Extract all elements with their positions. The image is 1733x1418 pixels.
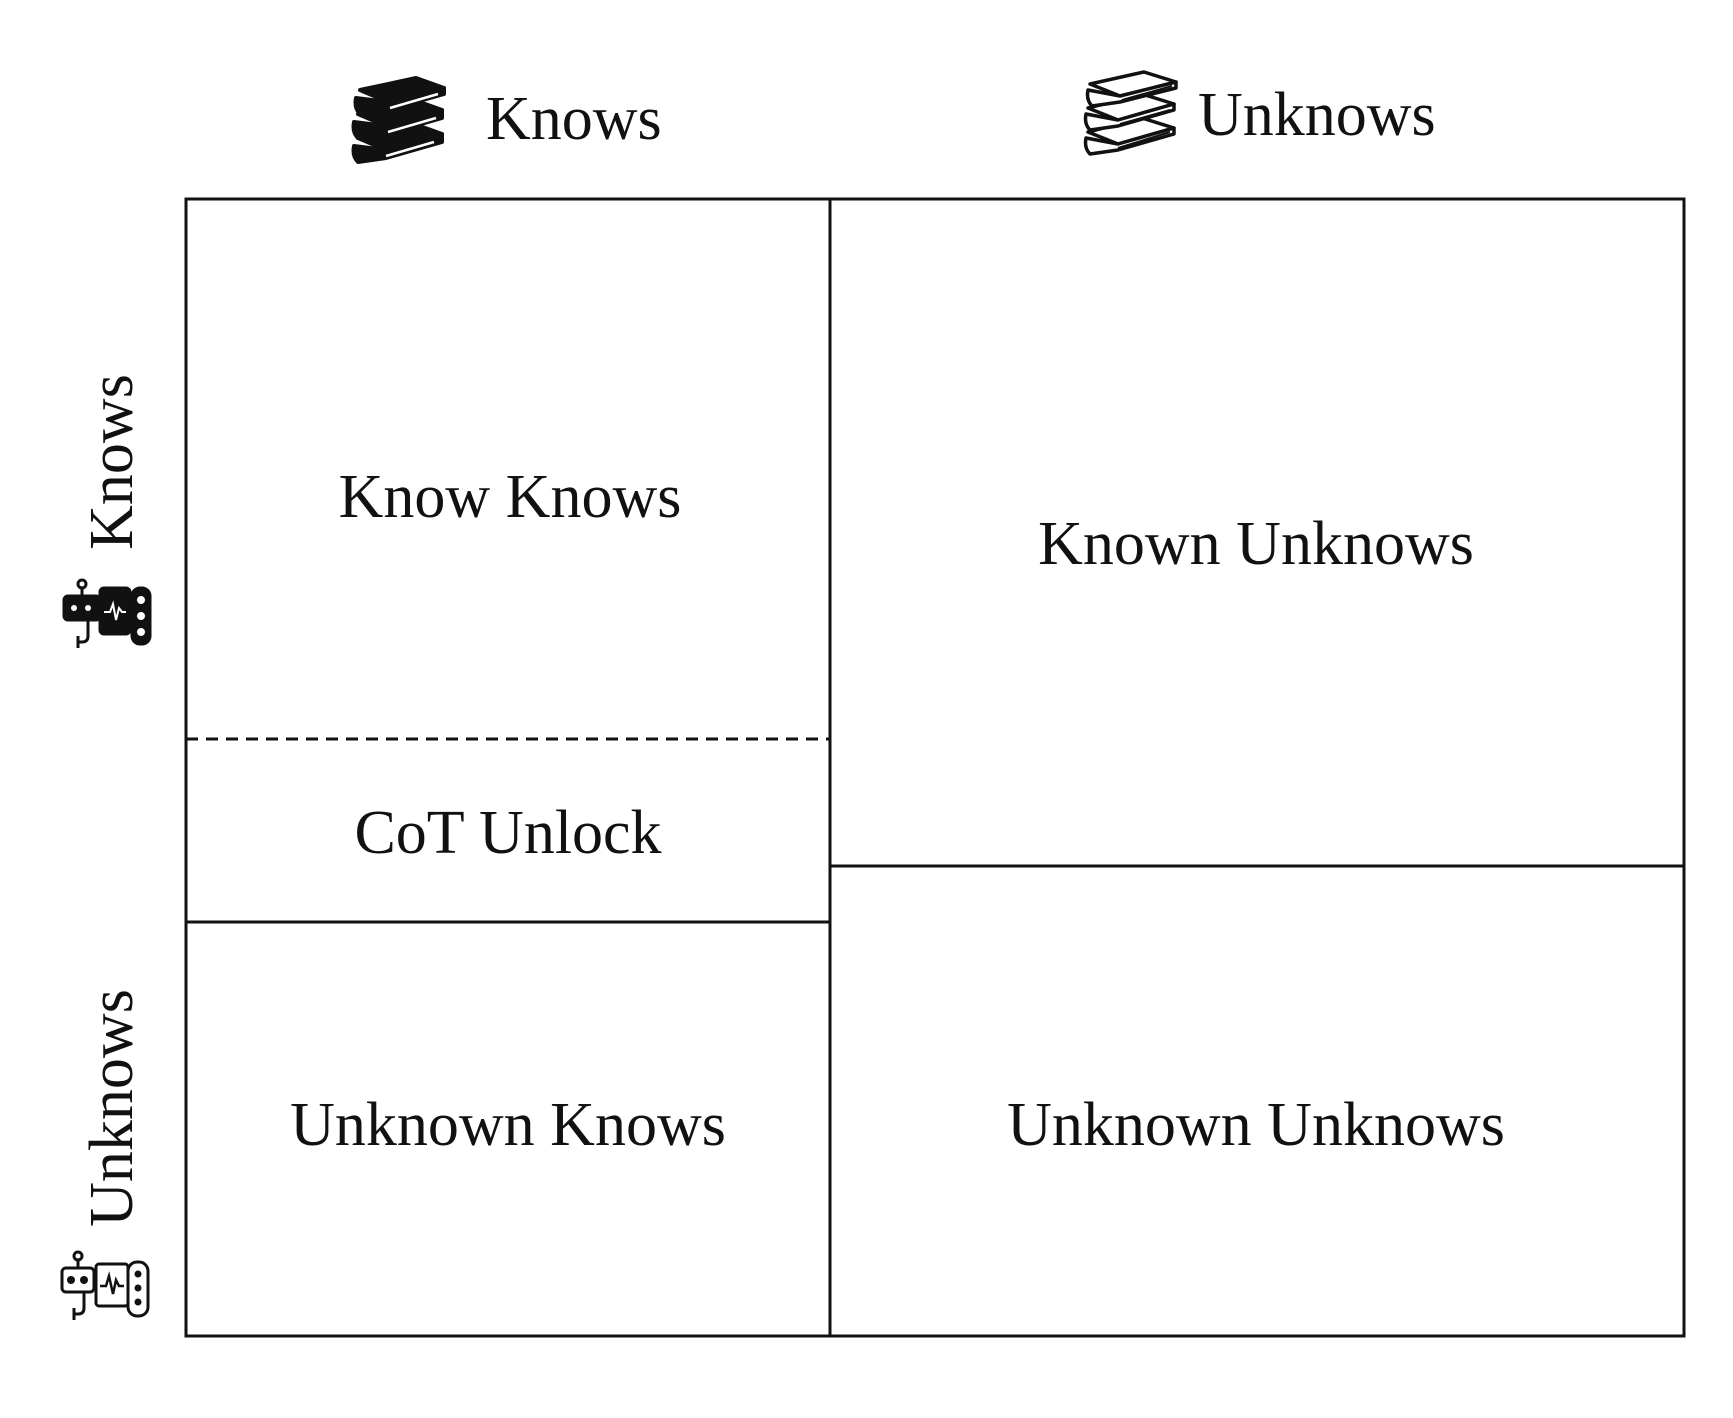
grid-outer-border: [184, 197, 1686, 1338]
books-stack-outline-icon: [1083, 70, 1178, 156]
cell-cot-unlock: CoT Unlock: [354, 799, 662, 867]
robot-solid-icon: [62, 578, 152, 648]
cell-known-unknows: Known Unknows: [1038, 510, 1474, 578]
books-stack-solid-icon: [351, 76, 446, 164]
cell-known-knows: Know Knows: [338, 463, 682, 531]
robot-outline-icon: [60, 1250, 150, 1320]
cell-unknown-knows: Unknown Knows: [290, 1091, 726, 1159]
column-header-unknows: Unknows: [1198, 81, 1436, 149]
column-header-knows: Knows: [486, 85, 662, 153]
cell-unknown-unknows: Unknown Unknows: [1007, 1091, 1505, 1159]
